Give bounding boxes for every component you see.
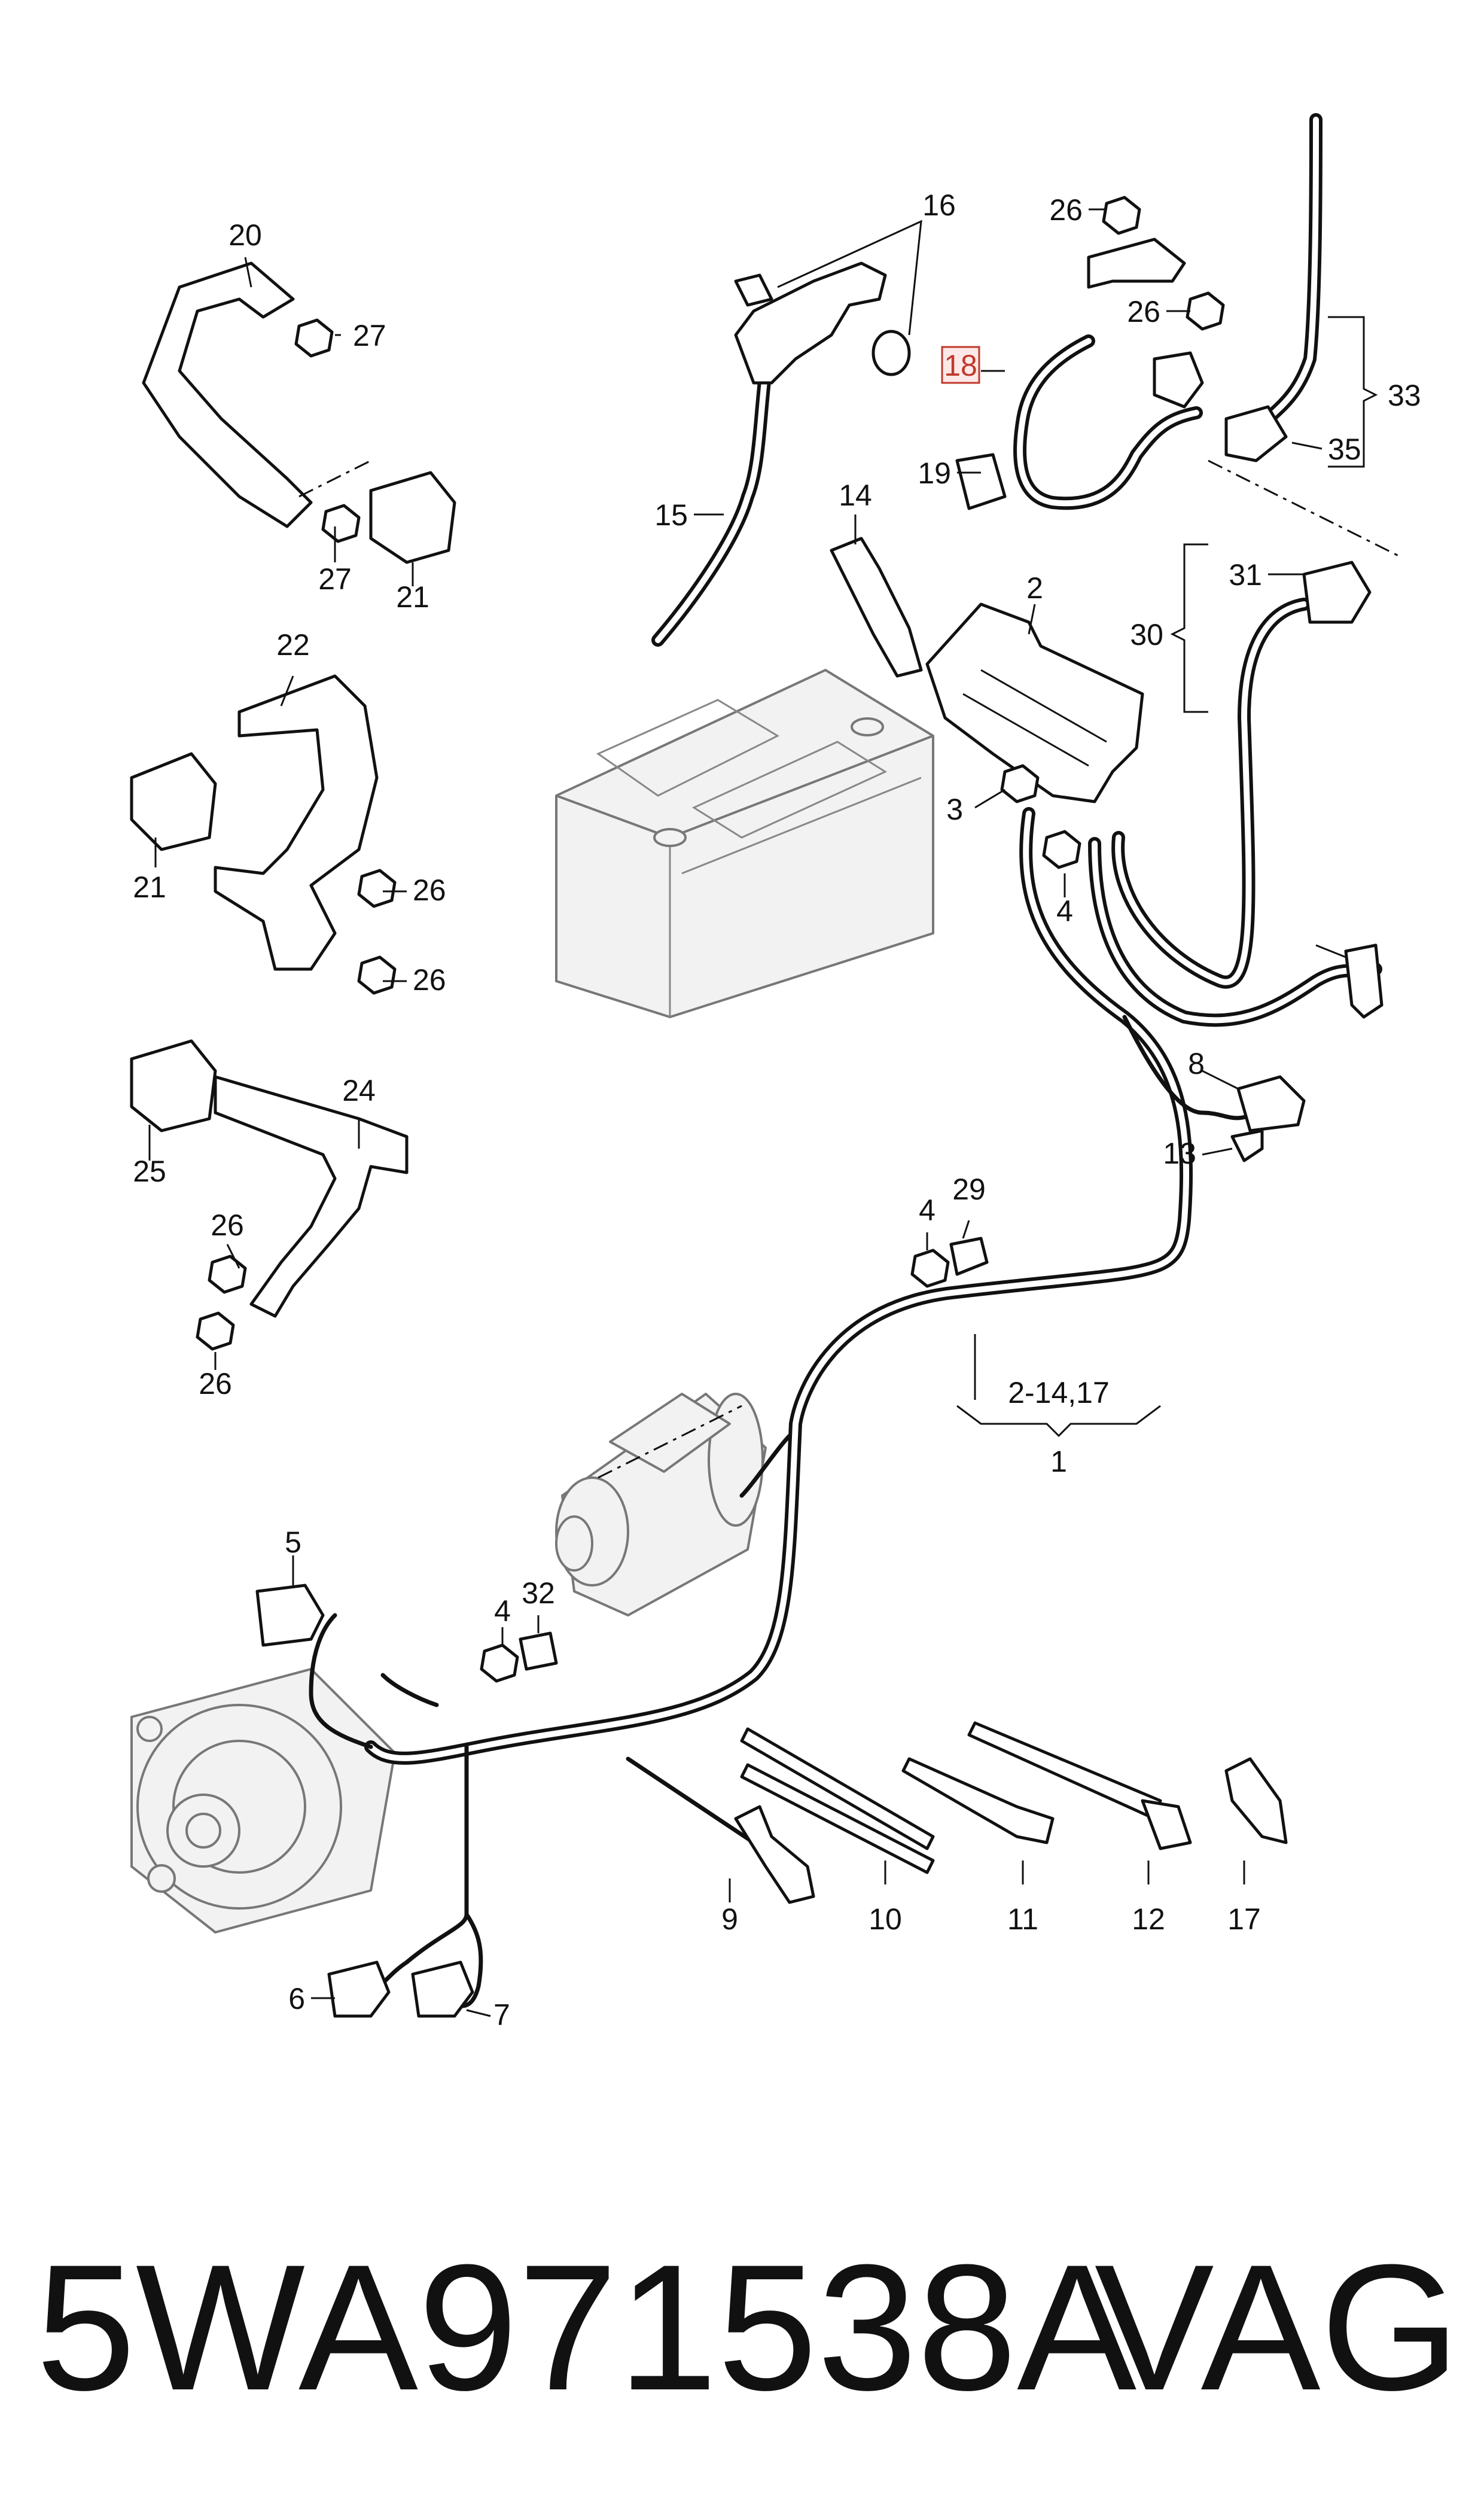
callout-27-lower: 27: [318, 562, 352, 596]
battery-illustration: [555, 669, 934, 1018]
callout-9: 9: [721, 1902, 738, 1936]
nuts: [196, 196, 1225, 1683]
group-bracket-32: [1328, 316, 1378, 468]
callout-11: 11: [1007, 1902, 1038, 1936]
callout-21-lower: 21: [133, 870, 166, 904]
part-35-lug: [1344, 943, 1384, 1019]
callout-group-2-14-17: 2-14,17: [1008, 1376, 1110, 1409]
callout-18: 18: [944, 349, 977, 382]
part-9-clip: [626, 1756, 815, 1904]
part-29-cap: [519, 1631, 558, 1671]
part-16-terminal: [734, 261, 911, 385]
callout-28: 29: [952, 1173, 986, 1206]
callout-1: 1: [1050, 1445, 1067, 1478]
phantom-lines: [298, 459, 1400, 1479]
main-harness: [309, 807, 1258, 2008]
part-17-sleeve: [1224, 1757, 1288, 1844]
group-bracket-16: [777, 220, 922, 336]
part-2-fuse-box: [925, 602, 1144, 803]
cable-runs: [651, 113, 1382, 1027]
callout-21-upper: 21: [396, 580, 429, 614]
part-19-sleeve: [955, 453, 1007, 510]
callout-27-upper: 27: [353, 319, 386, 352]
callout-30: 30: [1130, 618, 1163, 651]
callout-26-b: 26: [413, 963, 446, 997]
alternator-illustration: [130, 1668, 396, 1934]
callout-29: 32: [522, 1576, 555, 1610]
callout-32: 33: [1388, 379, 1421, 412]
callout-2: 2: [1026, 571, 1043, 605]
wiring-harness-diagram: 20 27 27 21 22 21 26 26 24 25 26 26 15 1…: [130, 113, 1421, 2032]
callout-26-f: 26: [1127, 295, 1160, 328]
part-5-connector: [255, 1584, 325, 1647]
callout-8: 8: [1188, 1047, 1205, 1080]
callout-17: 17: [1227, 1902, 1261, 1936]
part-12-cable-tie: [967, 1721, 1192, 1850]
callout-31: 31: [1229, 558, 1262, 592]
part-33-connector: [1224, 405, 1288, 462]
callout-3: 3: [946, 793, 963, 826]
callout-4-a: 4: [1056, 894, 1073, 928]
callout-5: 5: [285, 1526, 301, 1559]
part-7-connector: [411, 1960, 474, 2018]
part-6-connector: [327, 1960, 391, 2018]
callout-26-c: 26: [211, 1208, 244, 1242]
part-28-cap: [949, 1237, 989, 1276]
part-8-connector: [1236, 1075, 1306, 1132]
part-21-cap-lower: [130, 752, 217, 851]
part-11-cable-tie: [901, 1757, 1055, 1844]
part-22-bracket: [214, 674, 379, 971]
part-13-clip: [1230, 1129, 1264, 1162]
callout-15: 15: [654, 498, 688, 532]
callout-labels: 20 27 27 21 22 21 26 26 24 25 26 26 15 1…: [133, 188, 1421, 2032]
callout-22: 22: [276, 628, 310, 662]
part-18-cable-lugs: [1087, 238, 1204, 409]
part-10-cable-ties: [740, 1727, 935, 1874]
callout-18-highlight-box: [941, 346, 980, 384]
leader-lines: [148, 208, 1346, 2017]
callout-16: 16: [922, 188, 956, 222]
group-bracket-1: [956, 1334, 1161, 1438]
callout-12: 12: [1132, 1902, 1165, 1936]
callout-7: 7: [493, 1998, 510, 2032]
part-31-connector: [1302, 561, 1372, 624]
callout-26-a: 26: [413, 873, 446, 907]
part-20-bracket: [142, 261, 313, 528]
callout-4-c: 4: [494, 1594, 511, 1628]
brand-name: VAG: [1094, 2227, 1460, 2428]
callout-14: 14: [839, 479, 872, 512]
callout-33: 35: [1328, 433, 1361, 466]
callout-10: 10: [869, 1902, 902, 1936]
callout-26-d: 26: [199, 1367, 232, 1400]
part-25-cap: [130, 1039, 217, 1132]
callout-13: 13: [1163, 1137, 1196, 1170]
callout-20: 20: [228, 218, 262, 252]
callout-25: 25: [133, 1155, 166, 1188]
callout-6: 6: [288, 1982, 305, 2015]
callout-26-e: 26: [1049, 193, 1083, 227]
starter-motor-illustration: [555, 1393, 767, 1616]
part-21-cap-upper: [369, 471, 456, 564]
callout-19: 19: [918, 456, 951, 490]
part-number: 5WA971538A: [36, 2227, 1137, 2428]
part-14-clamp: [830, 537, 923, 678]
group-bracket-30: [1170, 543, 1208, 713]
callout-24: 24: [342, 1074, 376, 1107]
callout-4-b: 4: [919, 1193, 936, 1227]
